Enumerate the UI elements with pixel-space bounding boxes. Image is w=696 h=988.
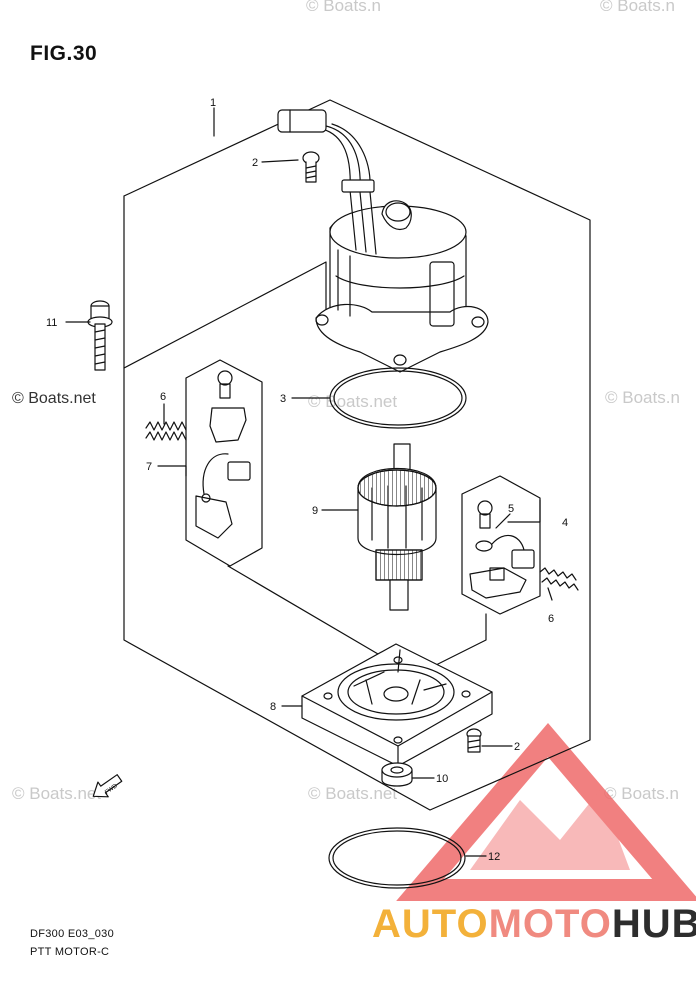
callout-12: 12: [488, 851, 500, 863]
screw-top: [302, 151, 320, 183]
motor-housing: [315, 200, 489, 373]
brand-hub: HUB: [611, 902, 696, 946]
armature: [357, 443, 437, 611]
callout-7: 7: [146, 461, 152, 473]
lead-wire-connector: [277, 109, 377, 255]
brand-auto: AUTO: [372, 902, 489, 946]
callout-6-left: 6: [160, 391, 166, 403]
spring-left: [145, 421, 187, 441]
o-ring-12: [328, 827, 466, 889]
assembly-back-edge: [123, 261, 327, 369]
watermark-bottom-center: © Boats.net: [308, 784, 398, 803]
callout-8: 8: [270, 701, 276, 713]
assembly-outline: [123, 99, 591, 811]
watermark-right: © Boats.n: [605, 388, 680, 407]
bolt-left: [87, 300, 113, 371]
watermark-bottom-right: © Boats.n: [604, 784, 679, 803]
brand-triangle-logo: [396, 723, 696, 901]
o-ring-3: [329, 367, 467, 429]
callout-6-right: 6: [548, 613, 554, 625]
diagram-caption: PTT MOTOR-C: [30, 946, 110, 958]
leader-right-panel: [429, 613, 487, 669]
screw-bottom: [466, 728, 482, 753]
callout-3: 3: [280, 393, 286, 405]
leader-left-panel: [227, 565, 379, 655]
figure-title: FIG.30: [30, 42, 98, 65]
spring-right: [539, 567, 579, 591]
callout-2-top: 2: [252, 157, 258, 169]
callout-11: 11: [46, 317, 57, 329]
end-plate: [301, 643, 493, 767]
callout-10: 10: [436, 773, 448, 785]
callout-4: 4: [562, 517, 568, 529]
watermark-bottom-left: © Boats.net: [12, 784, 102, 803]
callout-1: 1: [210, 97, 216, 109]
watermark-top: © Boats.n: [306, 0, 381, 15]
brush-panel-right: [461, 475, 541, 615]
brush-panel-left: [185, 359, 263, 567]
washer-10: [381, 762, 413, 787]
fwd-arrow-icon: [92, 774, 123, 798]
watermark-top-right: © Boats.n: [600, 0, 675, 15]
callout-2-bottom: 2: [514, 741, 520, 753]
diagram-code: DF300 E03_030: [30, 928, 115, 940]
brand-wordmark: AUTOMOTOHUB: [372, 902, 696, 947]
watermark-left: © Boats.net: [12, 390, 96, 407]
brand-moto: MOTO: [488, 902, 612, 946]
callout-9: 9: [312, 505, 318, 517]
callout-5: 5: [508, 503, 514, 515]
